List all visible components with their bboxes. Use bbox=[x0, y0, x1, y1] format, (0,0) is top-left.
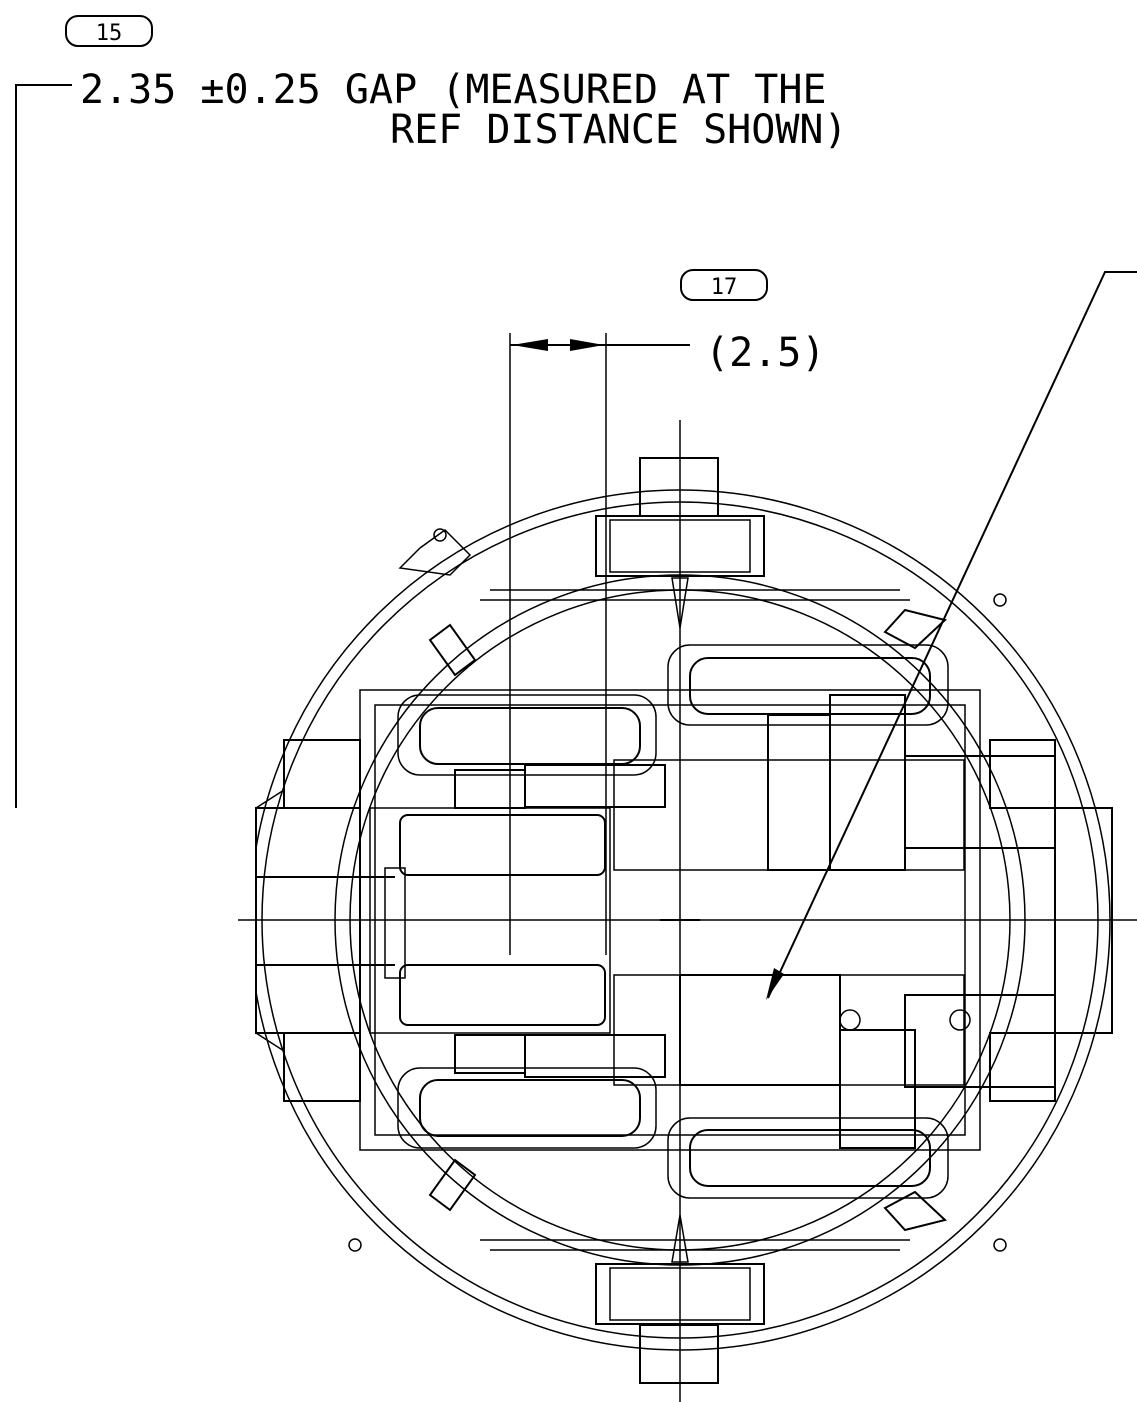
balloon-17-label: 17 bbox=[711, 275, 738, 300]
balloon-17: 17 bbox=[680, 269, 768, 301]
right-leader bbox=[766, 271, 1137, 1000]
balloon-15: 15 bbox=[65, 15, 153, 47]
centerlines bbox=[238, 420, 1137, 1402]
lower-rollers bbox=[397, 1009, 971, 1199]
balloon-15-label: 15 bbox=[96, 21, 123, 46]
ref-dimension-lines bbox=[509, 333, 690, 955]
gap-note-line1: 2.35 ±0.25 GAP (MEASURED AT THE bbox=[80, 67, 827, 113]
bottom-boss bbox=[480, 1214, 910, 1384]
upper-rollers bbox=[397, 644, 949, 809]
top-boss bbox=[480, 457, 910, 629]
gap-note-line2: REF DISTANCE SHOWN) bbox=[390, 107, 848, 153]
retaining-clips bbox=[398, 529, 948, 1232]
ref-dimension-label: (2.5) bbox=[705, 330, 825, 376]
